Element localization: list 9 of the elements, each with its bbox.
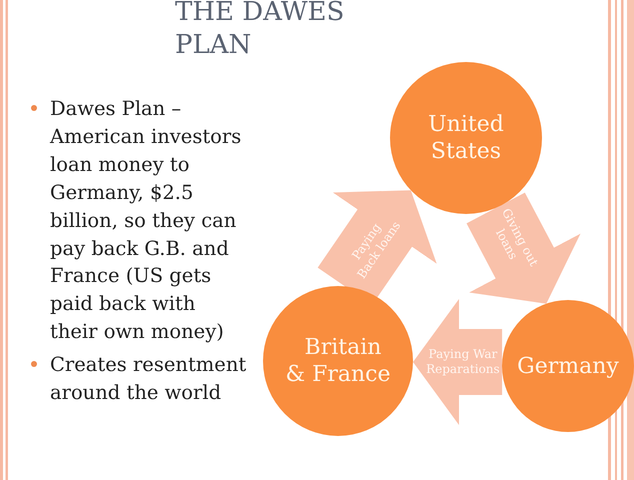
bullet-text: Dawes Plan – American investors loan money to Germany, $2.5 billion, so they can pay back G.B. and France (US gets paid back with their own money) xyxy=(50,96,242,346)
slide-title: THE DAWES PLAN xyxy=(175,0,346,62)
node-label: United States xyxy=(427,111,505,165)
block-arrow xyxy=(413,299,502,425)
edge-label: Paying War Reparations xyxy=(425,346,501,377)
country-circle xyxy=(502,300,634,432)
node-label: Britain & France xyxy=(284,334,392,388)
node-label: Germany xyxy=(516,352,620,380)
bullet-text: Creates resentment around the world xyxy=(50,352,248,406)
